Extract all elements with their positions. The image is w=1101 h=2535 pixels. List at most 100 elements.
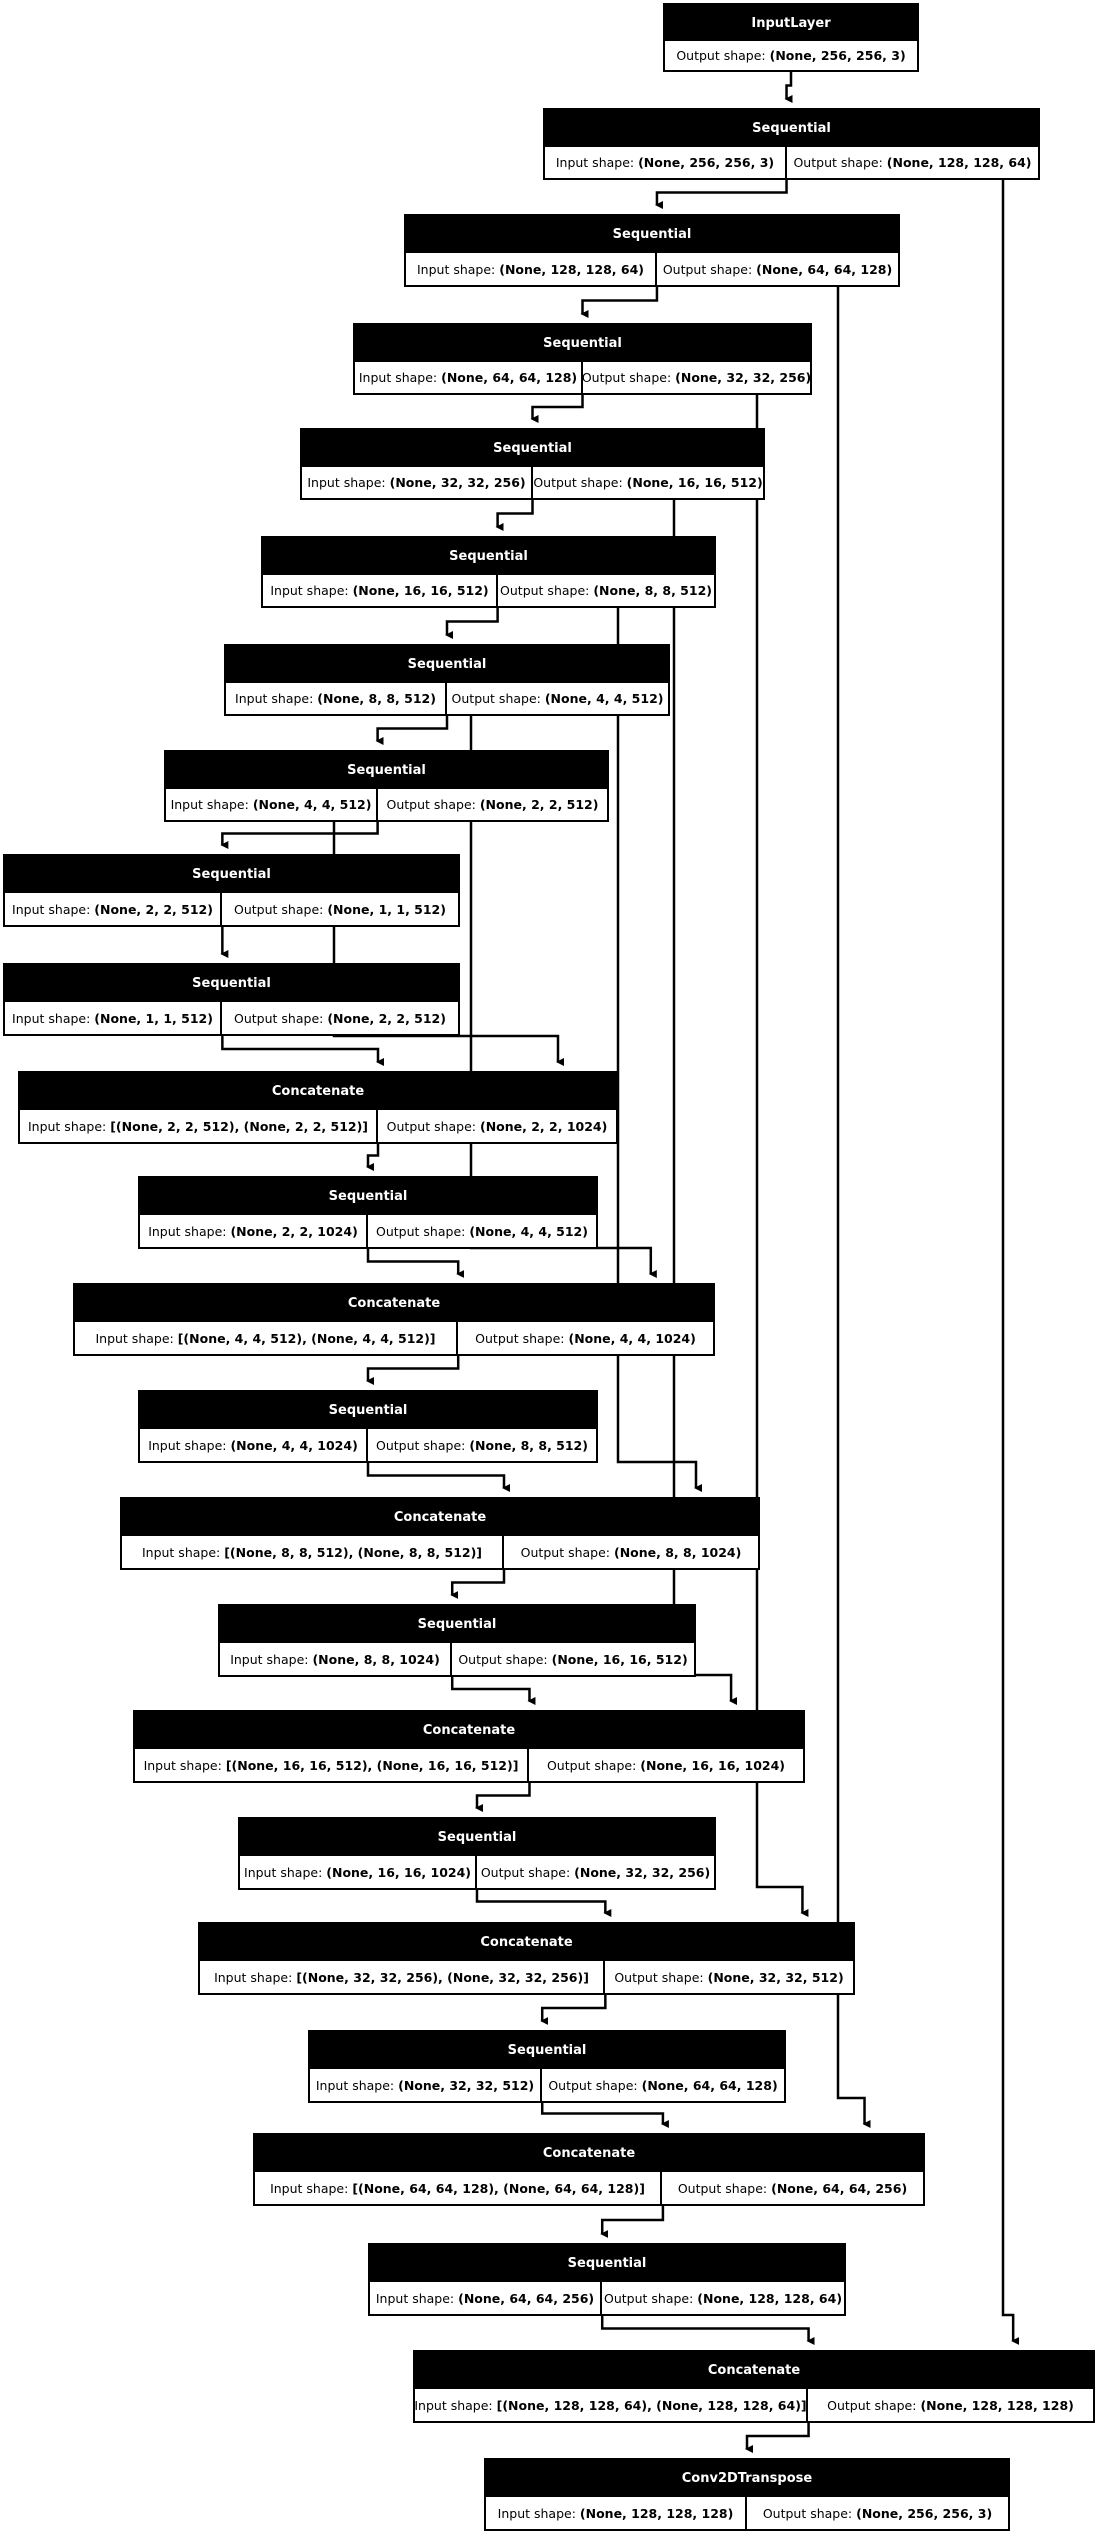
node-type-label: Sequential bbox=[545, 110, 1038, 147]
node-input-shape: Input shape: (None, 32, 32, 256) bbox=[302, 467, 533, 498]
node-shape-row: Input shape: [(None, 16, 16, 512), (None… bbox=[135, 1749, 803, 1781]
node-shape-row: Input shape: [(None, 8, 8, 512), (None, … bbox=[122, 1536, 758, 1568]
edge-n5-n6 bbox=[445, 608, 499, 639]
node-input-shape: Input shape: (None, 2, 2, 512) bbox=[5, 893, 222, 925]
node-input-shape: Input shape: [(None, 4, 4, 512), (None, … bbox=[75, 1322, 458, 1354]
node-output-shape: Output shape: (None, 256, 256, 3) bbox=[747, 2497, 1008, 2529]
node-type-label: Concatenate bbox=[255, 2135, 923, 2172]
edge-n12-n13 bbox=[366, 1356, 460, 1385]
node-input-shape: Input shape: (None, 128, 128, 64) bbox=[406, 253, 657, 285]
edge-n6-n7 bbox=[375, 716, 449, 745]
edge-n9-n10 bbox=[221, 1036, 384, 1066]
node-output-shape: Output shape: (None, 64, 64, 128) bbox=[657, 253, 898, 285]
node-output-shape: Output shape: (None, 256, 256, 3) bbox=[665, 41, 917, 70]
node-input-shape: Input shape: (None, 16, 16, 512) bbox=[263, 575, 498, 606]
node-type-label: Sequential bbox=[5, 856, 458, 893]
node-shape-row: Input shape: [(None, 64, 64, 128), (None… bbox=[255, 2172, 923, 2204]
edge-n14-n15 bbox=[450, 1570, 506, 1599]
node-type-label: Concatenate bbox=[122, 1499, 758, 1536]
node-input-shape: Input shape: (None, 16, 16, 1024) bbox=[240, 1856, 477, 1888]
skip-edge-n5-n14 bbox=[616, 608, 702, 1492]
edge-n2-n3 bbox=[580, 287, 659, 318]
node-output-shape: Output shape: (None, 32, 32, 256) bbox=[477, 1856, 714, 1888]
edge-n3-n4 bbox=[530, 395, 584, 423]
node-shape-row: Input shape: (None, 8, 8, 1024)Output sh… bbox=[220, 1643, 694, 1675]
edge-n0-n1 bbox=[784, 72, 793, 103]
skip-edge-n2-n20 bbox=[836, 287, 871, 2128]
node-type-label: Sequential bbox=[355, 325, 810, 362]
edge-n21-n22 bbox=[600, 2316, 815, 2345]
node-output-shape: Output shape: (None, 2, 2, 512) bbox=[378, 789, 607, 820]
node-type-label: Sequential bbox=[310, 2032, 784, 2069]
node-type-label: Concatenate bbox=[415, 2352, 1093, 2389]
node-type-label: Sequential bbox=[140, 1178, 596, 1215]
node-shape-row: Input shape: (None, 64, 64, 128)Output s… bbox=[355, 362, 811, 393]
node-shape-row: Input shape: (None, 64, 64, 256)Output s… bbox=[370, 2282, 844, 2314]
node-output-shape: Output shape: (None, 8, 8, 512) bbox=[368, 1429, 596, 1461]
edge-n18-n19 bbox=[540, 1995, 607, 2025]
node-output-shape: Output shape: (None, 8, 8, 512) bbox=[498, 575, 714, 606]
node-input-shape: Input shape: [(None, 16, 16, 512), (None… bbox=[135, 1749, 529, 1781]
node-output-shape: Output shape: (None, 128, 128, 64) bbox=[787, 147, 1038, 178]
node-output-shape: Output shape: (None, 64, 64, 128) bbox=[542, 2069, 784, 2101]
node-input-shape: Input shape: [(None, 64, 64, 128), (None… bbox=[255, 2172, 662, 2204]
node-shape-row: Input shape: (None, 16, 16, 1024)Output … bbox=[240, 1856, 714, 1888]
node-shape-row: Input shape: (None, 128, 128, 64)Output … bbox=[406, 253, 898, 285]
edge-n16-n17 bbox=[475, 1783, 531, 1812]
node-output-shape: Output shape: (None, 64, 64, 256) bbox=[662, 2172, 923, 2204]
node-type-label: Sequential bbox=[263, 538, 714, 575]
node-output-shape: Output shape: (None, 4, 4, 512) bbox=[368, 1215, 596, 1247]
node-input-shape: Input shape: (None, 8, 8, 1024) bbox=[220, 1643, 452, 1675]
node-shape-row: Input shape: (None, 4, 4, 512)Output sha… bbox=[166, 789, 607, 820]
node-output-shape: Output shape: (None, 32, 32, 256) bbox=[582, 362, 811, 393]
node-input-shape: Input shape: (None, 64, 64, 128) bbox=[355, 362, 583, 393]
node-shape-row: Input shape: (None, 8, 8, 512)Output sha… bbox=[226, 683, 668, 714]
node-output-shape: Output shape: (None, 4, 4, 1024) bbox=[458, 1322, 713, 1354]
node-output-shape: Output shape: (None, 8, 8, 1024) bbox=[504, 1536, 758, 1568]
node-output-shape: Output shape: (None, 1, 1, 512) bbox=[222, 893, 458, 925]
node-input-shape: Input shape: (None, 64, 64, 256) bbox=[370, 2282, 602, 2314]
node-shape-row: Input shape: [(None, 128, 128, 64), (Non… bbox=[414, 2389, 1093, 2421]
node-shape-row: Input shape: [(None, 2, 2, 512), (None, … bbox=[20, 1110, 616, 1142]
skip-edge-n1-n22 bbox=[1001, 180, 1020, 2345]
node-type-label: Concatenate bbox=[20, 1073, 616, 1110]
node-type-label: Sequential bbox=[220, 1606, 694, 1643]
node-shape-row: Input shape: [(None, 4, 4, 512), (None, … bbox=[75, 1322, 713, 1354]
node-input-shape: Input shape: (None, 1, 1, 512) bbox=[5, 1002, 222, 1034]
node-output-shape: Output shape: (None, 16, 16, 512) bbox=[533, 467, 763, 498]
edge-n19-n20 bbox=[540, 2103, 669, 2128]
node-type-label: Sequential bbox=[226, 646, 668, 683]
node-type-label: Concatenate bbox=[75, 1285, 713, 1322]
edge-n15-n16 bbox=[450, 1677, 536, 1705]
node-input-shape: Input shape: [(None, 32, 32, 256), (None… bbox=[200, 1961, 605, 1993]
node-shape-row: Input shape: (None, 32, 32, 256)Output s… bbox=[302, 467, 763, 498]
node-input-shape: Input shape: (None, 2, 2, 1024) bbox=[140, 1215, 368, 1247]
node-shape-row: Input shape: [(None, 32, 32, 256), (None… bbox=[200, 1961, 853, 1993]
node-shape-row: Input shape: (None, 16, 16, 512)Output s… bbox=[263, 575, 714, 606]
